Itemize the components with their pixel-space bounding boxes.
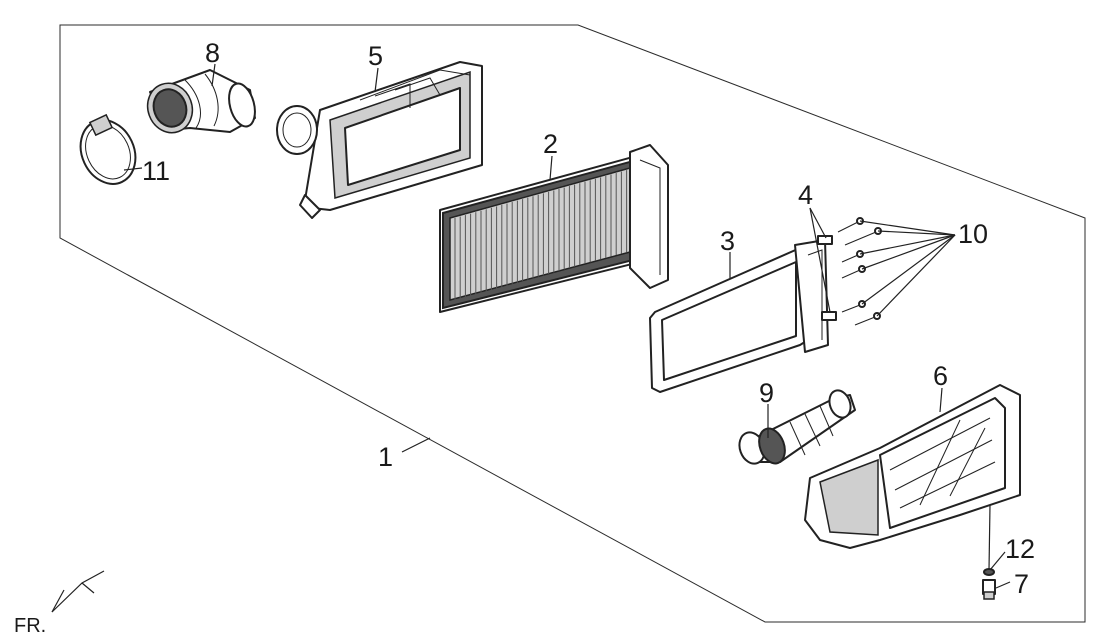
part-9-mesh-element [738,389,856,465]
front-orientation-indicator: FR. [14,570,105,637]
fr-label: FR. [14,615,46,637]
assembly-outline [59,24,1086,623]
callout-1: 1 [378,442,393,472]
screw [837,217,864,233]
callout-11: 11 [142,156,170,186]
part-6-airbox-lower [804,384,1021,549]
callout-3: 3 [720,226,735,256]
screw [841,300,866,313]
part-2-filter-element [439,144,669,313]
part-5-airbox-upper [276,61,483,219]
callout-9: 9 [759,378,774,408]
callout-12: 12 [1005,534,1035,564]
part-10-screws [837,217,882,326]
callout-10: 10 [958,219,988,249]
callout-8: 8 [205,38,220,68]
callout-labels: 1 2 3 4 5 6 7 8 9 10 11 12 [142,38,1035,599]
screw [854,312,881,326]
screw [841,265,866,279]
part-3-filter-frame [649,239,829,393]
callout-5: 5 [368,41,383,71]
leader-lines [123,63,1011,589]
fr-arrow [51,570,105,613]
callout-6: 6 [933,361,948,391]
screw [844,227,882,246]
callout-4: 4 [798,180,813,210]
callout-7: 7 [1014,569,1029,599]
callout-2: 2 [543,129,558,159]
part-11-hose-clamp [79,113,137,185]
filter-pleats [454,170,628,300]
screw [841,250,864,263]
part-7-drain-plug [982,579,996,600]
part-8-intake-boot [146,69,256,134]
